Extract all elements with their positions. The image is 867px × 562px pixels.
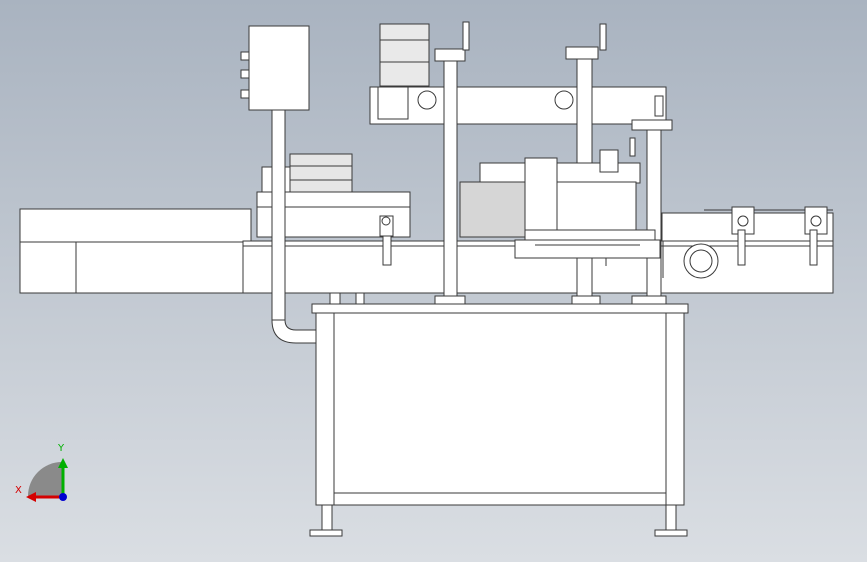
top-cross-beam <box>369 86 667 125</box>
top-motor <box>379 23 430 87</box>
machine-base <box>311 303 689 506</box>
left-conveyor-extension <box>19 208 252 294</box>
column-left <box>434 21 470 305</box>
z-axis-dot <box>59 493 67 501</box>
leveling-feet <box>309 504 688 537</box>
right-guard-rails <box>661 206 834 266</box>
x-axis-label: X <box>15 485 22 496</box>
y-axis-label: Y <box>58 443 65 454</box>
triad-plane-icon <box>28 462 62 496</box>
y-axis-arrowhead <box>58 458 68 468</box>
control-box <box>240 25 310 111</box>
x-axis-arrowhead <box>26 492 36 502</box>
labeling-head <box>459 149 661 266</box>
conduit-pipe <box>271 109 317 344</box>
right-roller <box>662 241 719 279</box>
main-conveyor-beam <box>242 240 834 294</box>
